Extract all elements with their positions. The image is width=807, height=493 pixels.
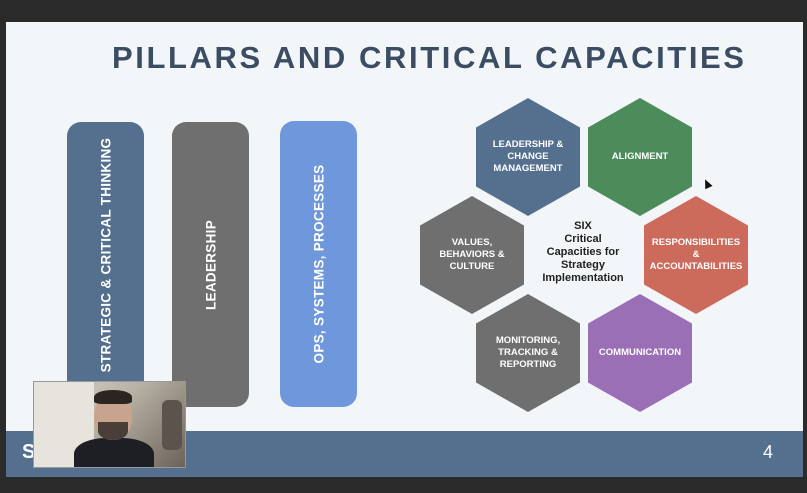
- presentation-slide: PILLARS AND CRITICAL CAPACITIES STRATEGI…: [6, 22, 803, 477]
- footer-text: S: [22, 441, 36, 463]
- center-line: Capacities for: [546, 246, 620, 258]
- hexagon-label: COMMUNICATION: [598, 347, 682, 358]
- hexagon-label: MONITORING, TRACKING & REPORTING: [495, 335, 561, 370]
- hexagon-leadership-change: LEADERSHIP & CHANGE MANAGEMENT: [476, 98, 580, 216]
- presenter-body: [74, 438, 154, 467]
- hexagon-label: RESPONSIBILITIES & ACCOUNTABILITIES: [649, 237, 743, 272]
- presenter-hair: [94, 390, 132, 404]
- webcam-background-object: [162, 400, 182, 450]
- page-number: 4: [762, 442, 773, 462]
- pillar-leadership: LEADERSHIP: [172, 122, 249, 407]
- webcam-video-thumbnail[interactable]: [33, 381, 186, 468]
- hexagon-communication: COMMUNICATION: [588, 294, 692, 412]
- hexagon-alignment: ALIGNMENT: [588, 98, 692, 216]
- center-line: SIX: [574, 220, 592, 232]
- hexagon-cluster: LEADERSHIP & CHANGE MANAGEMENT ALIGNMENT…: [6, 22, 803, 477]
- hexagon-values-culture: VALUES, BEHAVIORS & CULTURE: [420, 196, 524, 314]
- center-line: Implementation: [542, 272, 624, 284]
- hexagon-label: LEADERSHIP & CHANGE MANAGEMENT: [492, 139, 564, 174]
- hexagon-monitoring: MONITORING, TRACKING & REPORTING: [476, 294, 580, 412]
- center-line: Critical: [564, 233, 602, 245]
- hexagon-label: VALUES, BEHAVIORS & CULTURE: [439, 237, 505, 272]
- presenter-beard: [98, 422, 128, 440]
- pillar-strategic-thinking: STRATEGIC & CRITICAL THINKING: [67, 122, 144, 412]
- pillar-ops-systems: OPS, SYSTEMS, PROCESSES: [280, 121, 357, 407]
- window-bottom-bar: [0, 477, 807, 493]
- center-caption: SIX Critical Capacities for Strategy Imp…: [528, 220, 638, 285]
- center-line: Strategy: [560, 259, 606, 271]
- hexagon-label: ALIGNMENT: [611, 151, 669, 162]
- hexagon-responsibilities: RESPONSIBILITIES & ACCOUNTABILITIES: [644, 196, 748, 314]
- slide-title: PILLARS AND CRITICAL CAPACITIES: [112, 40, 747, 75]
- window-top-bar: [0, 0, 807, 22]
